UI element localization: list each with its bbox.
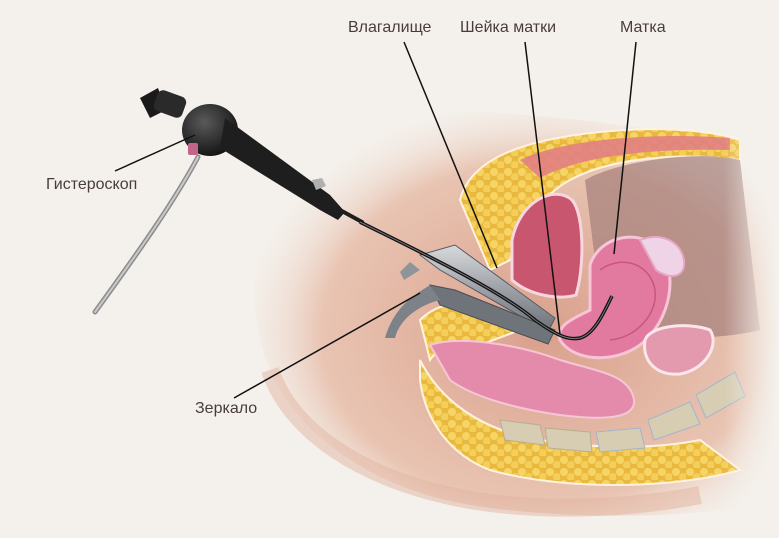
label-speculum: Зеркало — [195, 400, 258, 417]
hysteroscope — [92, 88, 614, 341]
leader-line-speculum — [233, 292, 421, 399]
label-uterus: Матка — [620, 19, 666, 36]
label-cervix: Шейка матки — [460, 19, 557, 36]
leader-line-cervix — [524, 41, 561, 335]
label-vagina: Влагалище — [348, 19, 432, 36]
leader-line-hysteroscope — [114, 134, 196, 172]
leader-line-vagina — [403, 41, 498, 269]
leader-line-uterus — [613, 41, 637, 255]
leader-lines — [114, 41, 637, 399]
label-hysteroscope: Гистероскоп — [46, 176, 138, 193]
